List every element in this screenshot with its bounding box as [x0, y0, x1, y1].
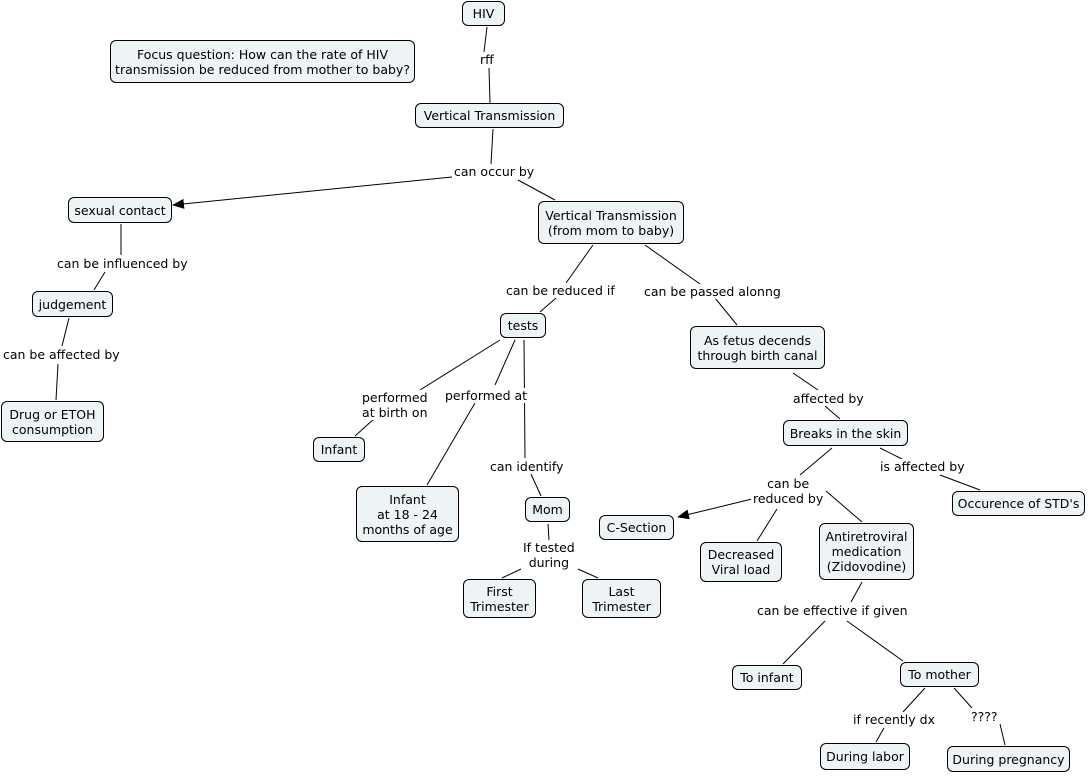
node-decreased-viral-load[interactable]: Decreased Viral load	[700, 542, 782, 582]
link-label-can-be-effective-if-given: can be effective if given	[755, 603, 910, 618]
node-last-trimester[interactable]: Last Trimester	[582, 579, 661, 618]
node-drug-etoh-consumption[interactable]: Drug or ETOH consumption	[1, 401, 104, 442]
node-std-occurence[interactable]: Occurence of STD's	[952, 491, 1085, 516]
link-label-performed-at-birth-on: performed at birth on	[360, 390, 430, 420]
node-vertical-transmission[interactable]: Vertical Transmission	[415, 103, 564, 128]
node-during-pregnancy[interactable]: During pregnancy	[947, 746, 1070, 772]
link-label-can-be-affected-by: can be affected by	[1, 347, 122, 362]
node-c-section[interactable]: C-Section	[599, 515, 674, 540]
link-label-can-identify: can identify	[488, 459, 566, 474]
node-to-mother[interactable]: To mother	[900, 662, 979, 687]
link-label-if-tested-during: If tested during	[521, 540, 577, 570]
node-breaks-in-skin[interactable]: Breaks in the skin	[783, 420, 908, 446]
link-label-performed-at: performed at	[443, 388, 530, 403]
node-infant-18-24-months[interactable]: Infant at 18 - 24 months of age	[356, 486, 459, 542]
node-infant[interactable]: Infant	[313, 437, 365, 462]
link-label-can-be-reduced-if: can be reduced if	[504, 283, 617, 298]
link-label-affected-by: affected by	[791, 391, 866, 406]
node-mom[interactable]: Mom	[525, 497, 570, 522]
node-fetus-birth-canal[interactable]: As fetus decends through birth canal	[690, 326, 825, 369]
focus-question-box[interactable]: Focus question: How can the rate of HIV …	[110, 40, 415, 83]
link-label-if-recently-dx: if recently dx	[851, 712, 937, 727]
link-label-can-occur-by: can occur by	[452, 164, 537, 179]
node-sexual-contact[interactable]: sexual contact	[68, 197, 172, 223]
node-first-trimester[interactable]: First Trimester	[463, 579, 536, 618]
node-hiv[interactable]: HIV	[462, 1, 505, 26]
node-tests[interactable]: tests	[500, 313, 546, 338]
node-vertical-transmission-mom-to-baby[interactable]: Vertical Transmission (from mom to baby)	[538, 201, 684, 244]
link-label-can-be-passed-along: can be passed alonng	[642, 284, 783, 299]
node-to-infant[interactable]: To infant	[732, 665, 802, 690]
node-judgement[interactable]: judgement	[32, 291, 113, 317]
node-during-labor[interactable]: During labor	[820, 743, 910, 770]
link-label-question-marks: ????	[969, 709, 1000, 724]
node-antiretroviral-medication[interactable]: Antiretroviral medication (Zidovodine)	[819, 523, 914, 580]
link-label-can-be-influenced-by: can be influenced by	[55, 256, 190, 271]
link-label-rff: rff	[478, 52, 496, 67]
link-label-can-be-reduced-by: can be reduced by	[751, 476, 826, 506]
link-label-is-affected-by: is affected by	[878, 459, 967, 474]
